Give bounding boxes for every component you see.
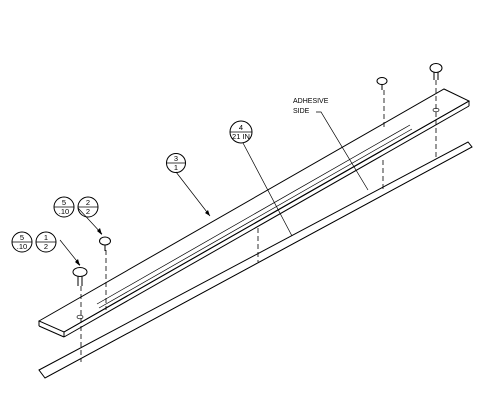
callout-strip-bottom: 1 bbox=[174, 163, 178, 172]
callout-ll-right-top: 1 bbox=[44, 233, 48, 242]
lower-strip bbox=[38, 141, 473, 379]
callout-ll-right-bottom: 2 bbox=[44, 242, 48, 251]
callout-ul-left-bottom: .10 bbox=[59, 207, 69, 216]
pin-far-right bbox=[429, 63, 443, 80]
center-groove bbox=[96, 124, 411, 305]
callout-ul-right-bottom: 2 bbox=[86, 207, 90, 216]
callout-length-top: 4 bbox=[239, 123, 243, 132]
callout-ll-left-bottom: .10 bbox=[17, 242, 27, 251]
upper-strip bbox=[37, 88, 471, 338]
mounting-holes bbox=[76, 107, 440, 320]
pin-right bbox=[376, 77, 388, 90]
note-line2: SIDE bbox=[293, 108, 310, 115]
pin-lower-left bbox=[72, 267, 88, 286]
callout-upper-left-balloons: 5 .10 2 2 bbox=[53, 196, 99, 218]
pin-upper-left bbox=[99, 236, 111, 251]
callout-ul-right-top: 2 bbox=[86, 198, 90, 207]
leader-lines bbox=[59, 111, 369, 266]
callout-length-bottom: 21 IN bbox=[232, 132, 250, 141]
callout-strip-top: 3 bbox=[174, 154, 178, 163]
callout-ul-left-top: 5 bbox=[62, 198, 66, 207]
callout-strip-balloon: 3 1 bbox=[166, 153, 186, 173]
callout-length-balloon: 4 21 IN bbox=[229, 120, 253, 144]
assembly-dash-lines bbox=[80, 80, 437, 362]
callout-ll-left-top: 5 bbox=[20, 233, 24, 242]
note-line1: ADHESIVE bbox=[293, 98, 329, 105]
adhesive-side-note: ADHESIVE SIDE bbox=[293, 98, 329, 115]
callout-lower-left-balloons: 5 .10 1 2 bbox=[11, 231, 57, 253]
